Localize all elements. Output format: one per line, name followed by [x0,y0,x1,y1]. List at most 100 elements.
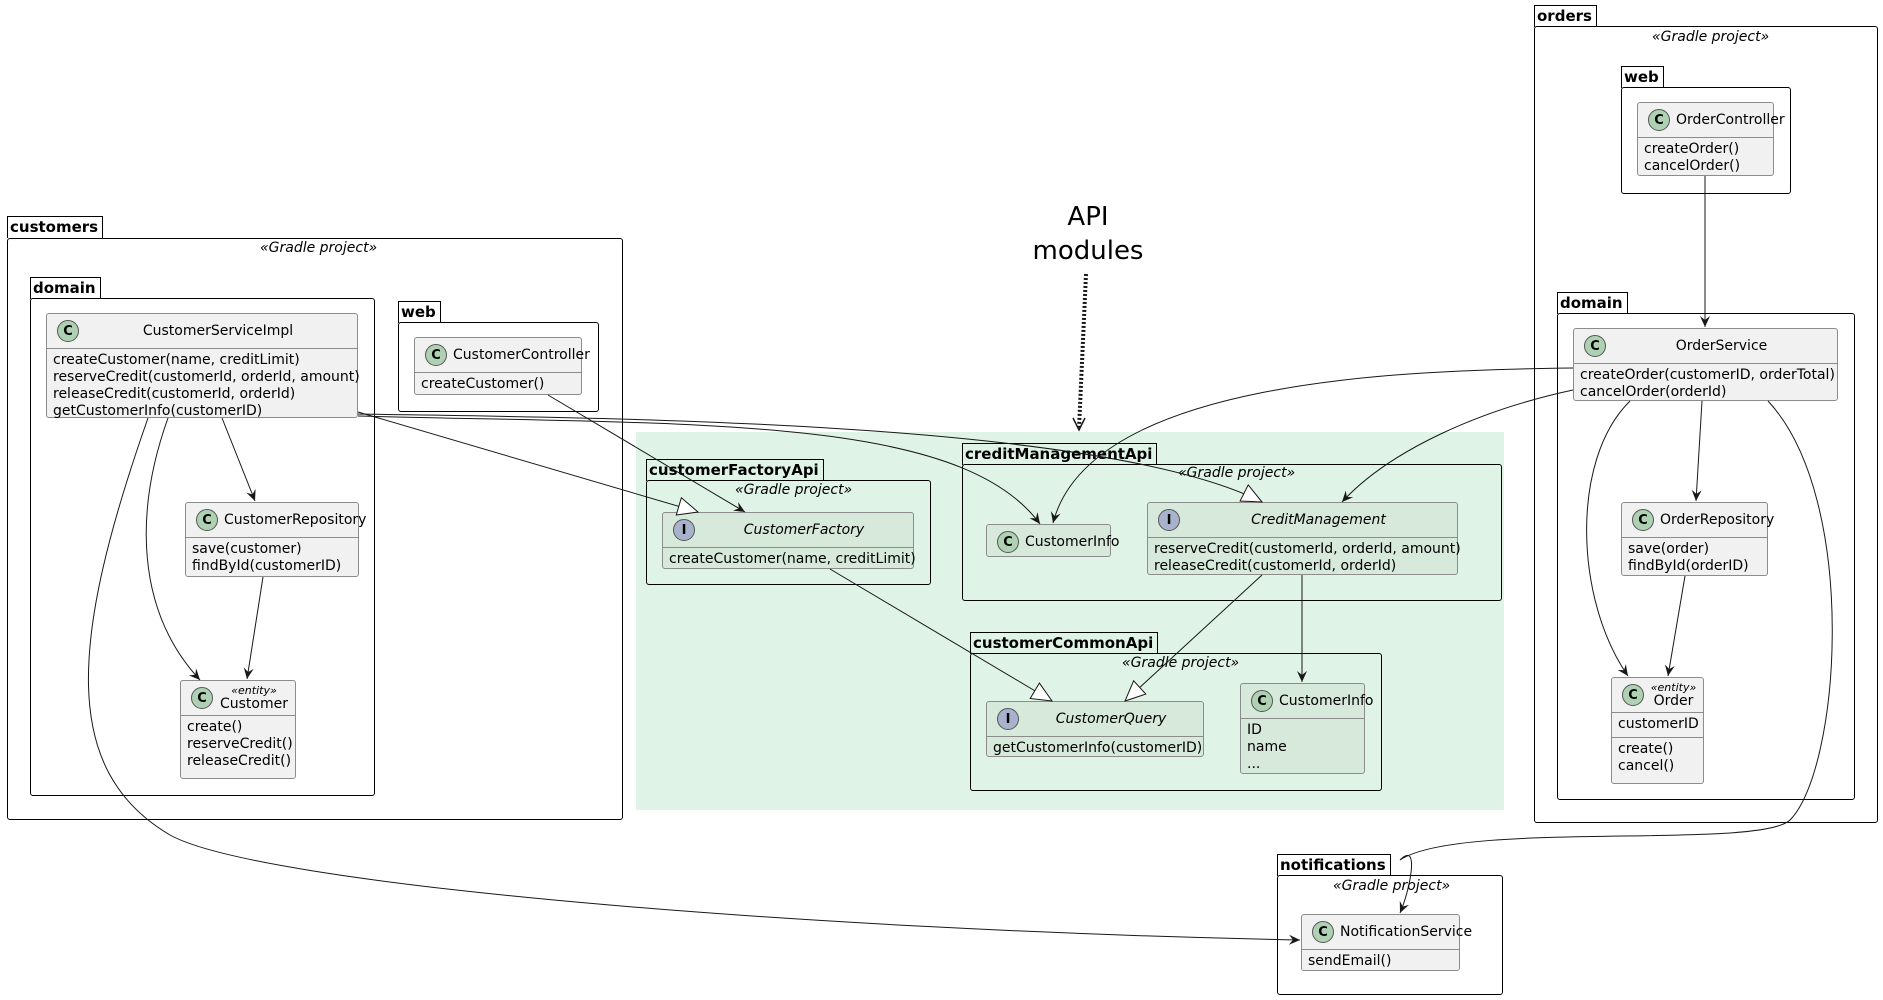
edge-order-service-to-credit-management [1341,389,1574,503]
class-icon: C [1251,690,1273,712]
edge-credit-realizes-customer-query [1125,574,1263,701]
class-order-controller: C OrderController createOrder() cancelOrd… [1637,102,1785,176]
package-notifications-tab: notifications [1277,854,1391,876]
interface-name: CustomerFactory [743,522,865,538]
interface-customer-query: I CustomerQuery getCustomerInfo(customerI… [986,701,1204,757]
method: createOrder() [1644,141,1740,157]
field: name [1247,739,1287,755]
class-order-service: C OrderService createOrder(customerID, or… [1573,328,1838,401]
interface-name: CreditManagement [1251,512,1386,528]
class-name: OrderController [1676,112,1785,128]
method: create() [187,719,243,735]
edge-repository-to-order [1664,575,1686,677]
class-stereotype: «entity» [231,683,277,697]
method: createCustomer(name, creditLimit) [669,551,916,567]
method: reserveCredit(customerId, orderId, amoun… [53,369,360,385]
method: releaseCredit(customerId, orderId) [1154,558,1397,574]
interface-name: CustomerQuery [1055,711,1167,727]
package-customer-factory-api [646,480,931,585]
package-orders-tab: orders [1534,5,1597,27]
field: ... [1247,756,1261,772]
class-icon: C [1622,684,1644,706]
class-name: OrderRepository [1660,512,1775,528]
class-icon: C [196,509,218,531]
field: ID [1247,722,1262,738]
package-orders [1534,26,1878,823]
class-name: CustomerInfo [1279,693,1374,709]
interface-icon: I [997,708,1019,730]
api-modules-note: API modules [1028,200,1148,268]
package-customers-web-tab: web [398,301,441,323]
class-name: OrderService [1675,338,1768,354]
method: cancel() [1618,758,1675,774]
package-orders-stereotype: «Gradle project» [1652,29,1770,45]
package-customers-domain [30,298,375,796]
class-icon: C [425,344,447,366]
edge-impl-to-customer-info [357,415,1041,525]
package-notifications [1277,875,1503,995]
note-anchor-line [1077,273,1088,429]
method: createOrder(customerID, orderTotal) [1580,367,1835,383]
method: findById(customerID) [192,558,342,574]
class-icon: C [1648,109,1670,131]
interface-credit-management: I CreditManagement reserveCredit(customer… [1147,502,1461,575]
method: reserveCredit(customerId, orderId, amoun… [1154,541,1461,557]
package-customers-tab: customers [7,216,104,238]
class-name: CustomerRepository [224,512,367,528]
class-icon: C [1584,335,1606,357]
class-name: Order [1653,692,1694,709]
edge-order-service-to-order [1586,400,1631,677]
edge-order-service-to-notification [1399,400,1833,914]
package-customer-factory-api-tab: customerFactoryApi [646,459,824,481]
interface-icon: I [1158,509,1180,531]
package-customer-common-api-stereotype: «Gradle project» [1122,655,1240,671]
package-customers-domain-tab: domain [30,277,101,299]
method: cancelOrder(orderId) [1580,384,1727,400]
package-orders-domain [1557,313,1855,800]
package-customers-web [398,322,599,412]
class-customer: C«entity»Customer create() reserveCredit… [180,680,296,779]
method: create() [1618,741,1674,757]
edge-impl-realizes-customer-factory [357,411,698,512]
method: getCustomerInfo(customerID) [993,740,1203,756]
package-credit-management-api-stereotype: «Gradle project» [1178,465,1296,481]
interface-icon: I [673,519,695,541]
package-customers [7,238,623,820]
package-orders-domain-tab: domain [1557,292,1628,314]
method: cancelOrder() [1644,158,1741,174]
package-credit-management-api [962,464,1502,601]
method: releaseCredit(customerId, orderId) [53,386,296,402]
edge-order-service-to-repository [1691,400,1703,502]
class-name: NotificationService [1340,924,1473,940]
class-icon: C [1312,921,1334,943]
edge-impl-to-repository [221,417,256,502]
package-customers-stereotype: «Gradle project» [260,240,378,256]
class-customer-info-common: C CustomerInfo ID name ... [1240,683,1374,774]
edge-order-service-to-customer-info [1050,367,1574,524]
method: sendEmail() [1308,953,1392,969]
interface-customer-factory: I CustomerFactory createCustomer(name, cr… [662,512,916,569]
class-order: C«entity»Order customerID create() cance… [1611,677,1704,784]
edge-impl-to-notification-service [87,417,1301,945]
note-line-2: modules [1032,236,1144,266]
method: createCustomer() [421,376,545,392]
package-customer-common-api-tab: customerCommonApi [970,632,1159,654]
note-line-1: API [1067,202,1109,232]
class-icon: C [1632,509,1654,531]
edge-factory-realizes-customer-query [829,568,1052,701]
class-icon: C [57,320,79,342]
method: getCustomerInfo(customerID) [53,403,263,419]
class-icon: C [191,687,213,709]
method: save(customer) [192,541,302,557]
package-orders-web-tab: web [1621,66,1664,88]
package-customer-factory-api-stereotype: «Gradle project» [735,482,853,498]
field: customerID [1618,716,1699,732]
edge-repository-to-customer [243,576,264,680]
edge-controller-to-customer-factory [547,394,746,513]
note-anchor-tip [1072,417,1086,432]
method: findById(orderID) [1628,558,1749,574]
